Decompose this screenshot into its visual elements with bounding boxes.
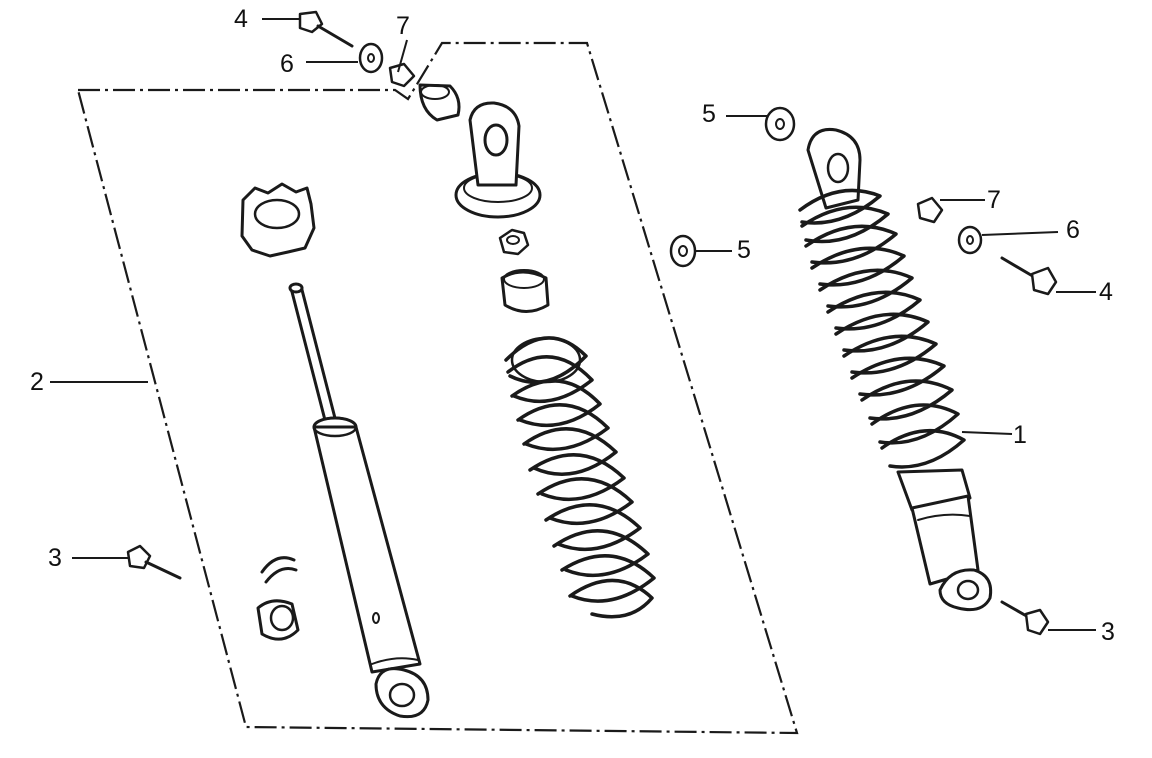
callout-2: 2 bbox=[30, 368, 44, 396]
lower-bushing bbox=[256, 599, 300, 641]
callout-3-left: 3 bbox=[48, 544, 62, 572]
exploded-assembly-frame bbox=[76, 41, 799, 735]
callout-6-top: 6 bbox=[280, 50, 294, 78]
damper-unit bbox=[288, 282, 430, 719]
bolt-left-bottom bbox=[126, 544, 182, 580]
callout-7-right: 7 bbox=[987, 186, 1001, 214]
callout-4-right: 4 bbox=[1099, 278, 1113, 306]
spring-adjuster bbox=[240, 182, 316, 258]
callout-7-top: 7 bbox=[396, 12, 410, 40]
upper-bushing bbox=[418, 83, 461, 122]
washer-top-right bbox=[764, 106, 796, 142]
callout-5-mid: 5 bbox=[737, 236, 751, 264]
collar-top bbox=[388, 62, 416, 88]
callout-4-top: 4 bbox=[234, 5, 248, 33]
collar-right bbox=[916, 196, 944, 224]
bump-rubber bbox=[500, 269, 550, 313]
lower-collar bbox=[260, 556, 298, 584]
shock-absorber-assembly bbox=[798, 127, 993, 612]
spring-top-seat bbox=[454, 101, 542, 219]
callout-6-right: 6 bbox=[1066, 216, 1080, 244]
callout-3-right: 3 bbox=[1101, 618, 1115, 646]
callout-5-top: 5 bbox=[702, 100, 716, 128]
washer-right bbox=[957, 225, 983, 255]
leader-lines bbox=[50, 18, 1096, 631]
bolt-right-top bbox=[1000, 256, 1058, 296]
coil-spring bbox=[504, 336, 656, 619]
bolt-top bbox=[298, 10, 354, 48]
washer-top bbox=[358, 42, 384, 74]
lock-nut bbox=[498, 228, 530, 256]
callout-1: 1 bbox=[1013, 421, 1027, 449]
washer-mid bbox=[669, 234, 697, 268]
bolt-right-bottom bbox=[1000, 600, 1050, 636]
